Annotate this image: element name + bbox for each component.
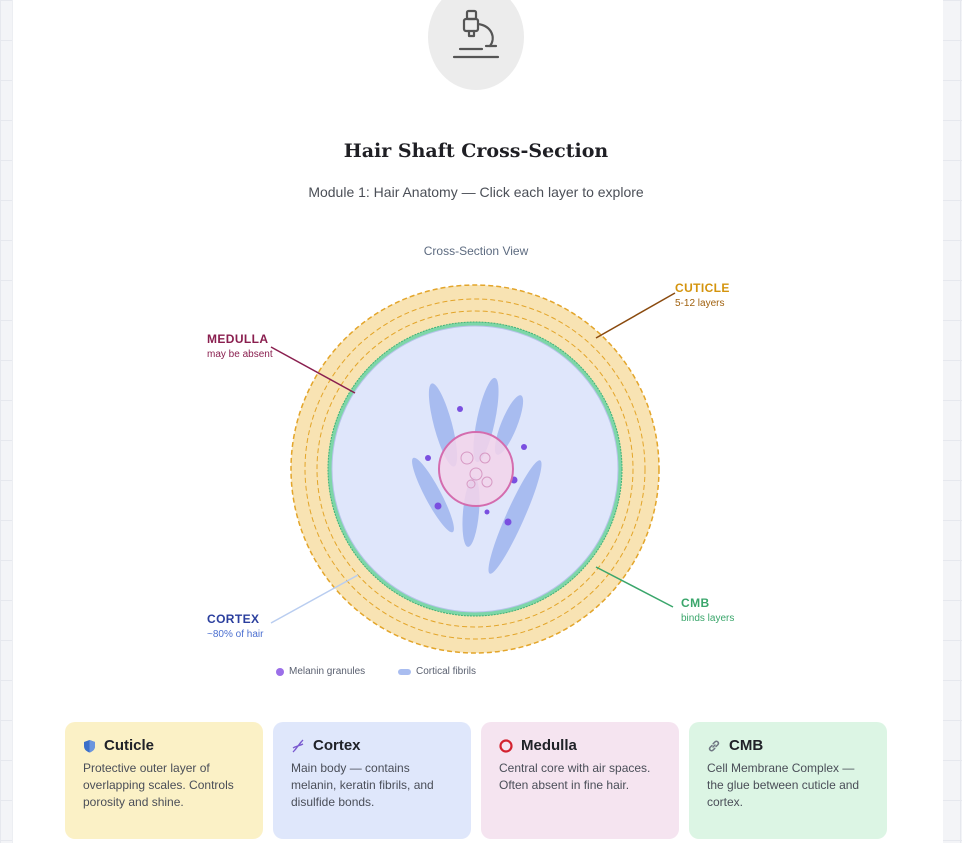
legend-fibrils: Cortical fibrils <box>398 666 476 677</box>
fibril <box>412 457 454 533</box>
air-space <box>479 452 491 464</box>
cortex-callout[interactable]: CORTEX ~80% of hair <box>207 611 263 643</box>
cross-section-diagram <box>270 284 676 654</box>
cmb-callout-detail: binds layers <box>681 613 735 624</box>
medulla-callout-detail: may be absent <box>207 349 273 360</box>
cuticle-card-title: Cuticle <box>104 737 155 754</box>
cmb-callout-title: CMB <box>681 596 710 610</box>
fibril <box>494 395 524 455</box>
dna-icon <box>292 739 304 752</box>
melanin-granule <box>434 502 442 510</box>
cuticle-card-description: Protective outer layer of overlapping sc… <box>83 761 234 809</box>
page-edge <box>939 0 943 843</box>
cuticle-callout-detail: 5-12 layers <box>675 298 725 309</box>
melanin-swatch <box>276 667 284 676</box>
layer-card-medulla[interactable]: Medulla Central core with air spaces. Of… <box>481 722 679 839</box>
air-space <box>469 467 483 481</box>
microscope-badge <box>428 0 524 90</box>
page-title: Hair Shaft Cross-Section <box>343 140 609 162</box>
air-space <box>481 476 493 488</box>
cmb-card-description: Cell Membrane Complex — the glue between… <box>707 761 860 809</box>
cmb-callout[interactable]: CMB binds layers <box>681 595 734 627</box>
air-space <box>460 451 474 465</box>
cortex-card-title: Cortex <box>313 737 361 754</box>
melanin-granule <box>521 444 527 450</box>
legend-melanin-label: Melanin granules <box>289 666 366 677</box>
melanin-granule <box>457 406 463 412</box>
shield-icon <box>84 739 95 752</box>
medulla-callout[interactable]: MEDULLA may be absent <box>207 331 273 363</box>
cmb-card-title: CMB <box>729 737 764 754</box>
link-icon <box>708 740 720 751</box>
microscope-icon <box>452 9 500 59</box>
module-card: Hair Shaft Cross-Section Module 1: Hair … <box>13 0 939 843</box>
medulla-callout-title: MEDULLA <box>207 332 269 346</box>
medulla-card-title: Medulla <box>521 737 577 754</box>
cortex-callout-title: CORTEX <box>207 612 260 626</box>
medulla-leader <box>270 346 356 394</box>
fibril <box>488 460 542 574</box>
cuticle-scale-ring-1 <box>304 298 646 640</box>
melanin-granule <box>504 518 512 526</box>
melanin-granule <box>484 509 490 515</box>
cortex-card-description: Main body — contains melanin, keratin fi… <box>291 761 434 809</box>
medulla-layer[interactable] <box>438 431 514 507</box>
cuticle-leader <box>595 292 676 339</box>
cortex-callout-detail: ~80% of hair <box>207 629 264 640</box>
legend-melanin: Melanin granules <box>276 666 365 677</box>
cortex-leader <box>270 574 359 624</box>
cmb-leader <box>595 566 674 608</box>
cuticle-scale-ring-2 <box>316 310 634 628</box>
layer-card-cmb[interactable]: CMB Cell Membrane Complex — the glue bet… <box>689 722 887 839</box>
page-subtitle: Module 1: Hair Anatomy — Click each laye… <box>308 184 644 200</box>
layer-card-cuticle[interactable]: Cuticle Protective outer layer of overla… <box>65 722 263 839</box>
melanin-granule <box>425 455 431 461</box>
fibril-swatch <box>398 668 411 675</box>
cuticle-callout-title: CUTICLE <box>675 281 730 295</box>
legend-fibrils-label: Cortical fibrils <box>416 666 477 677</box>
layer-card-cortex[interactable]: Cortex Main body — contains melanin, ker… <box>273 722 471 839</box>
melanin-granules <box>425 406 527 526</box>
view-label: Cross-Section View <box>423 244 529 258</box>
medulla-card-description: Central core with air spaces. Often abse… <box>499 761 651 792</box>
air-space <box>466 479 476 489</box>
circle-icon <box>499 738 513 753</box>
cuticle-callout[interactable]: CUTICLE 5-12 layers <box>675 280 730 312</box>
medulla-air-spaces <box>460 451 493 489</box>
